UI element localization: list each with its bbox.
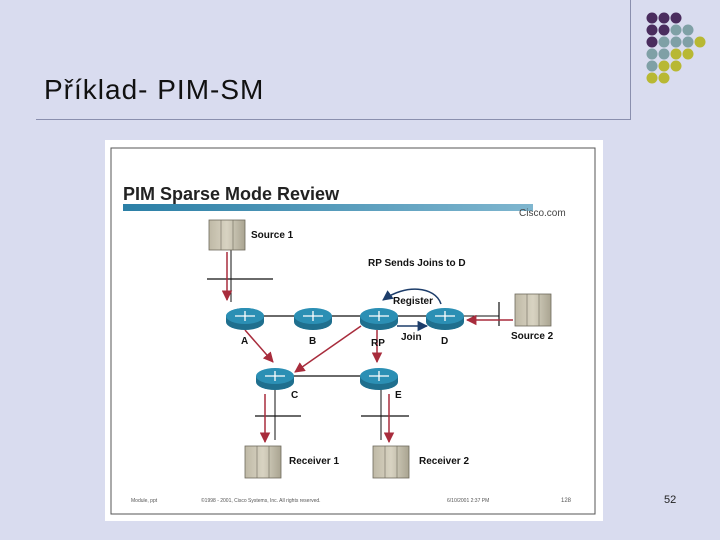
host-receiver1 <box>244 445 282 479</box>
join-label: Join <box>401 332 422 343</box>
dot <box>682 24 694 36</box>
dot <box>646 60 658 72</box>
host-source1 <box>208 219 246 251</box>
footer-date: 6/10/2001 2:37 PM <box>447 498 489 504</box>
dot <box>670 12 682 24</box>
dot <box>646 72 658 84</box>
footer-page: 128 <box>561 498 572 504</box>
flow-rp-c <box>294 325 362 373</box>
label-receiver2: Receiver 2 <box>419 456 469 467</box>
dot <box>658 48 670 60</box>
flow-a-c <box>244 329 274 363</box>
label-d: D <box>441 336 448 347</box>
host-source2 <box>514 293 552 327</box>
label-source1: Source 1 <box>251 230 294 241</box>
dot <box>670 48 682 60</box>
host-receiver2 <box>372 445 410 479</box>
register-arrow <box>382 288 442 305</box>
register-label: Register <box>393 296 433 307</box>
label-receiver1: Receiver 1 <box>289 456 339 467</box>
header-bar <box>123 204 533 211</box>
pim-diagram-panel: PIM Sparse Mode Review Cisco.com RP Send… <box>105 140 603 521</box>
dot <box>682 48 694 60</box>
router-e <box>360 368 398 390</box>
figure-heading: PIM Sparse Mode Review <box>123 184 340 204</box>
dot <box>682 36 694 48</box>
dot <box>646 48 658 60</box>
label-source2: Source 2 <box>511 331 554 342</box>
title-underline <box>36 119 630 120</box>
dot <box>694 36 706 48</box>
label-b: B <box>309 336 316 347</box>
router-b <box>294 308 332 330</box>
dot <box>670 36 682 48</box>
dot <box>646 12 658 24</box>
dot <box>646 24 658 36</box>
footer-module: Module, ppt <box>131 498 158 504</box>
router-c <box>256 368 294 390</box>
dot <box>670 60 682 72</box>
router-a <box>226 308 264 330</box>
slide-number: 52 <box>664 494 677 506</box>
slide-title: Příklad- PIM-SM <box>44 74 265 105</box>
cisco-brand: Cisco.com <box>519 208 566 219</box>
decorative-dots <box>646 12 706 84</box>
router-d <box>426 308 464 330</box>
label-c: C <box>291 390 298 401</box>
label-e: E <box>395 390 402 401</box>
dot <box>658 24 670 36</box>
footer-copyright: ©1998 - 2001, Cisco Systems, Inc. All ri… <box>201 497 321 504</box>
dot <box>646 36 658 48</box>
router-rp <box>360 308 398 330</box>
caption-rp-joins: RP Sends Joins to D <box>368 258 466 269</box>
dot <box>658 36 670 48</box>
label-rp: RP <box>371 338 385 349</box>
dot <box>658 72 670 84</box>
title-vertical-rule <box>630 0 631 120</box>
label-a: A <box>241 336 248 347</box>
pim-diagram: PIM Sparse Mode Review Cisco.com RP Send… <box>110 147 596 515</box>
dot <box>670 24 682 36</box>
dot <box>658 60 670 72</box>
dot <box>658 12 670 24</box>
